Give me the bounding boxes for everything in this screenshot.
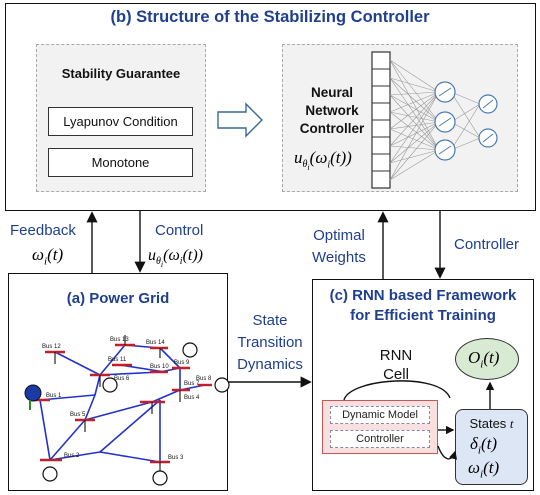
bus-label-2: Bus 2 [64, 453, 80, 459]
grid-generators [42, 342, 230, 486]
bus-label-12: Bus 12 [42, 344, 61, 350]
nn-hidden-neurons [434, 81, 498, 161]
delta-formula: δi(t) [470, 434, 498, 457]
bus-label-9: Bus 9 [174, 360, 190, 366]
bus-label-10: Bus 10 [150, 364, 169, 370]
nn-connections [389, 59, 481, 181]
nn-input-column [371, 51, 391, 189]
controller-inner-box: Controller [330, 430, 430, 448]
nn-activation-marks [438, 87, 494, 155]
lyapunov-condition-box: Lyapunov Condition [48, 107, 193, 136]
feedback-label: Feedback [10, 222, 76, 239]
bus-label-1: Bus 1 [46, 393, 62, 399]
hollow-arrow [217, 102, 263, 138]
states-label: States t [469, 416, 514, 431]
rnn-cell-label: RNN Cell [379, 347, 413, 383]
grid-loads [54, 335, 181, 472]
power-grid-title: (a) Power Grid [66, 290, 170, 307]
recurrent-loop-return [437, 445, 458, 460]
feedback-formula: ωi(t) [32, 245, 64, 268]
neural-network-title: Neural Network Controller [299, 85, 365, 136]
recurrent-loop [343, 380, 451, 401]
output-formula: Oi(t) [468, 348, 500, 371]
states-box [455, 409, 528, 485]
slack-generator [24, 384, 42, 402]
stability-guarantee-title: Stability Guarantee [61, 66, 181, 81]
dynamic-model-box: Dynamic Model [330, 406, 430, 424]
output-node [455, 338, 519, 380]
bus-label-3: Bus 3 [168, 455, 184, 461]
bus-label-14: Bus 14 [146, 340, 165, 346]
stabilizing-controller-title: (b) Structure of the Stabilizing Control… [110, 8, 430, 26]
neural-network-box [282, 44, 518, 192]
controller-label: Controller [454, 236, 520, 253]
bus-label-8: Bus 8 [196, 376, 212, 382]
omega-state-formula: ωi(t) [468, 458, 500, 481]
bus-label-7: Bus 7 [184, 381, 200, 387]
monotone-box: Monotone [48, 148, 193, 177]
state-transition-label: State Transition Dynamics [237, 312, 303, 373]
rnn-framework-title: (c) RNN based Framework for Efficient Tr… [329, 287, 517, 324]
grid-bus-labels: Bus 12 Bus 13 Bus 14 Bus 11 Bus 10 Bus 9… [42, 337, 212, 461]
optimal-weights-label: Optimal Weights [312, 227, 366, 266]
bus-label-13: Bus 13 [110, 337, 129, 343]
bus-label-6: Bus 6 [114, 376, 130, 382]
bus-label-4: Bus 4 [184, 395, 200, 401]
control-formula: uθi(ωi(t)) [148, 247, 203, 270]
bus-label-11: Bus 11 [108, 357, 127, 363]
nn-control-formula: uθi(ωi(t)) [294, 148, 352, 173]
bus-label-5: Bus 5 [70, 412, 86, 418]
control-label: Control [155, 222, 204, 239]
